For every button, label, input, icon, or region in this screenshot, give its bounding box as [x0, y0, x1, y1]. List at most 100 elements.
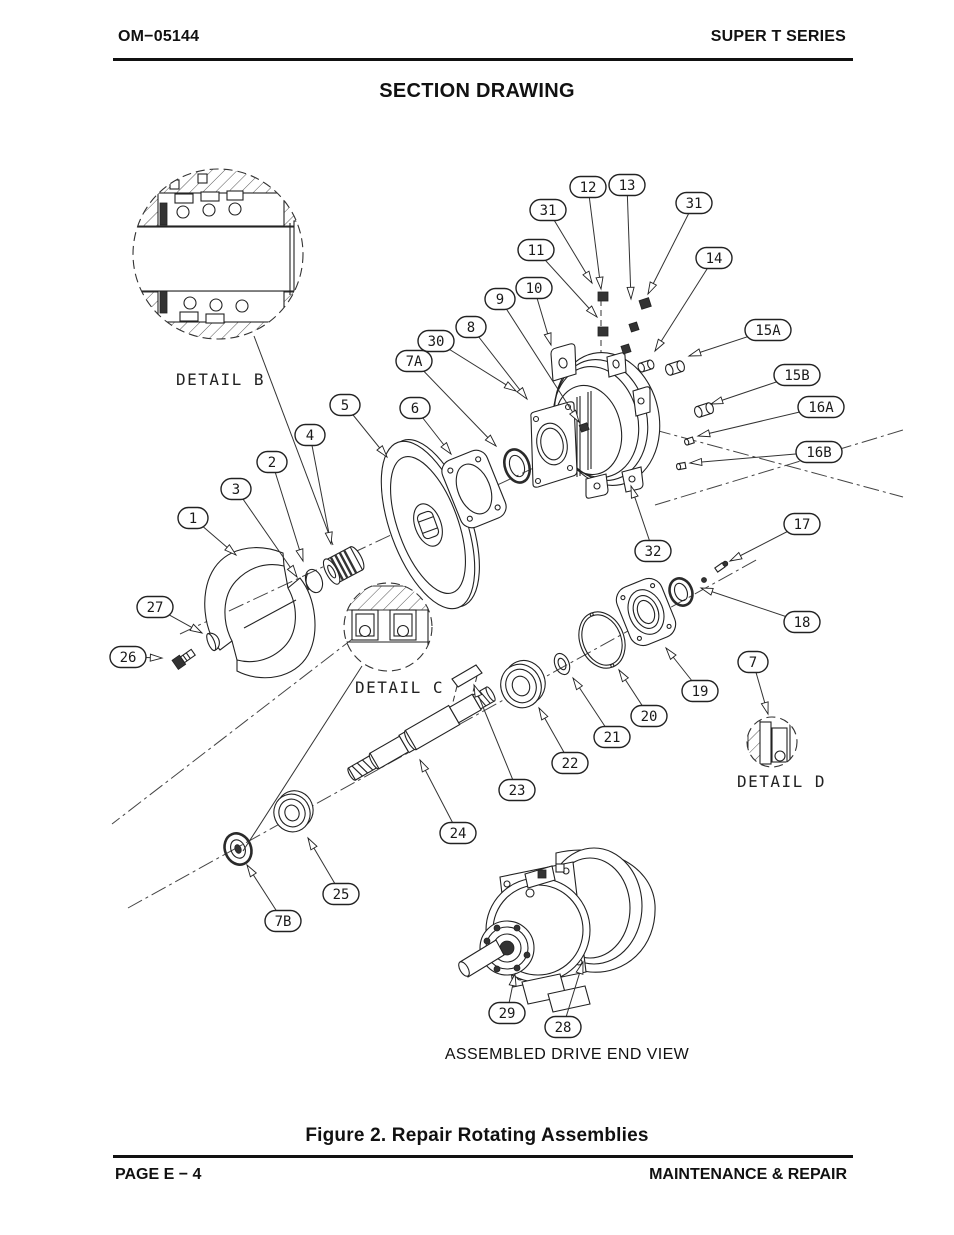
callout-8: [455, 315, 487, 339]
callout-label-1: 1: [189, 511, 197, 527]
callout-label-12: 12: [580, 180, 597, 196]
leader-4: [309, 434, 331, 544]
callout-25: [322, 882, 360, 906]
callout-label-31: 31: [686, 196, 703, 212]
callout-19: [681, 679, 719, 703]
leader-8: [470, 326, 527, 399]
callout-18: [783, 610, 821, 634]
callout-label-32: 32: [645, 544, 662, 560]
leader-23: [474, 685, 518, 791]
callout-22: [551, 751, 589, 775]
callout-label-24: 24: [450, 826, 467, 842]
casing-part: [530, 343, 661, 499]
callout-label-3: 3: [232, 482, 240, 498]
oring-part: [304, 568, 324, 594]
callout-label-26: 26: [120, 650, 137, 666]
callout-7A: [395, 349, 433, 373]
callout-6: [399, 396, 431, 420]
callout-15A: [744, 318, 792, 342]
callout-label-20: 20: [641, 709, 658, 725]
callout-label-27: 27: [147, 600, 164, 616]
callout-label-7: 7: [749, 655, 757, 671]
detail-b-label: DETAIL B: [176, 370, 266, 389]
callout-label-4: 4: [306, 428, 314, 444]
callout-11: [517, 238, 555, 262]
page-title: SECTION DRAWING: [379, 80, 575, 102]
gasket-part: [441, 449, 507, 529]
shaft-sleeve-part: [322, 546, 365, 585]
assembled-pump-view: [458, 847, 656, 1013]
detail-d-label: DETAIL D: [737, 772, 827, 791]
gasket-ring-part: [578, 611, 626, 669]
callout-16A: [797, 395, 845, 419]
callout-label-13: 13: [619, 178, 636, 194]
figure-caption: Figure 2. Repair Rotating Assemblies: [305, 1125, 649, 1146]
leader-11: [535, 249, 597, 317]
callout-label-23: 23: [509, 783, 526, 799]
callout-5: [329, 393, 361, 417]
impeller-washer-part: [206, 632, 220, 652]
callout-label-17: 17: [794, 517, 811, 533]
callout-26: [109, 645, 147, 669]
callout-label-16B: 16B: [806, 445, 831, 461]
leader-3: [235, 488, 297, 577]
leader-12: [587, 186, 601, 289]
leader-31: [648, 202, 695, 294]
leader-lines: [127, 184, 822, 1028]
callout-label-2: 2: [268, 455, 276, 471]
callout-label-29: 29: [499, 1006, 516, 1022]
callout-label-25: 25: [333, 887, 350, 903]
callout-1: [177, 506, 209, 530]
seal-7b-part: [223, 832, 253, 866]
grease-fittings: [701, 560, 729, 583]
callout-label-30: 30: [428, 334, 445, 350]
leader-9: [499, 298, 579, 422]
callout-17: [783, 512, 821, 536]
bearing-housing-plate-part: [615, 577, 677, 647]
detail-c-view: [242, 582, 433, 852]
leader-24: [420, 760, 459, 834]
washer-part: [553, 652, 571, 676]
shaft-part: [347, 686, 496, 781]
leader-31: [547, 209, 592, 283]
callout-32: [634, 539, 672, 563]
callout-7B: [264, 909, 302, 933]
callout-label-14: 14: [706, 251, 723, 267]
leader-2: [271, 461, 304, 561]
callout-label-10: 10: [526, 281, 543, 297]
callout-label-6: 6: [411, 401, 419, 417]
callout-14: [695, 246, 733, 270]
callout-label-15B: 15B: [784, 368, 809, 384]
callout-21: [593, 725, 631, 749]
callout-7: [737, 650, 769, 674]
callout-28: [544, 1015, 582, 1039]
callout-label-9: 9: [496, 292, 504, 308]
callout-16B: [795, 440, 843, 464]
callout-label-15A: 15A: [755, 323, 781, 339]
page-number: PAGE E − 4: [115, 1166, 202, 1183]
callout-4: [294, 423, 326, 447]
callout-label-18: 18: [794, 615, 811, 631]
footer-rule: [113, 1155, 853, 1158]
callout-label-11: 11: [528, 243, 545, 259]
series-name: SUPER T SERIES: [710, 28, 846, 45]
callout-label-7A: 7A: [406, 354, 423, 370]
callout-31: [529, 198, 567, 222]
callout-label-7B: 7B: [275, 914, 292, 930]
seal-plate-part: [380, 439, 480, 610]
callout-9: [484, 287, 516, 311]
hardware-cluster: [597, 291, 652, 355]
callout-20: [630, 704, 668, 728]
callout-23: [498, 778, 536, 802]
callout-12: [569, 175, 607, 199]
callout-13: [608, 173, 646, 197]
callout-label-31: 31: [540, 203, 557, 219]
leader-7A: [413, 360, 496, 446]
bearing-outer-part: [500, 659, 546, 709]
callout-27: [136, 595, 174, 619]
callout-15B: [773, 363, 821, 387]
section-name: MAINTENANCE & REPAIR: [649, 1166, 847, 1183]
